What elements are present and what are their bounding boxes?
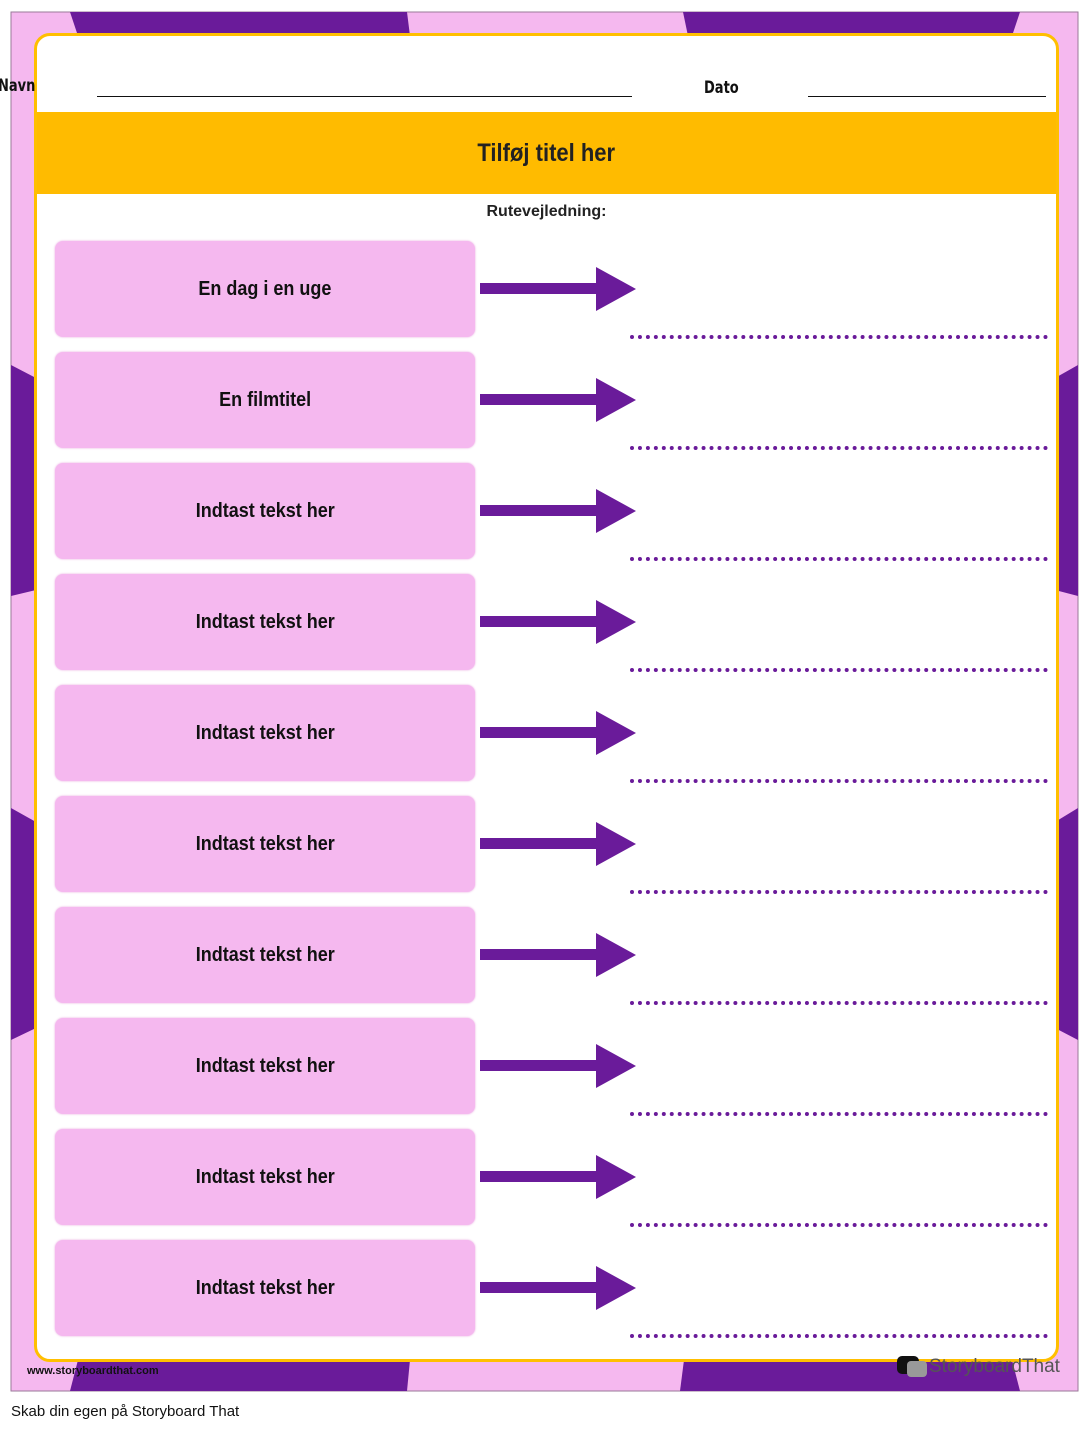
- row-label: En dag i en uge: [198, 277, 332, 300]
- row-text-box[interactable]: Indtast tekst her: [55, 685, 475, 781]
- row-text-box[interactable]: Indtast tekst her: [55, 574, 475, 670]
- answer-line[interactable]: [630, 779, 1048, 783]
- row-label: Indtast tekst her: [195, 832, 335, 855]
- subtitle: Rutevejledning:: [486, 203, 607, 220]
- date-field[interactable]: [808, 96, 1046, 97]
- row-text-box[interactable]: Indtast tekst her: [55, 463, 475, 559]
- row-label: Indtast tekst her: [195, 1165, 335, 1188]
- row-label: Indtast tekst her: [195, 610, 335, 633]
- arrow-right-icon: [480, 600, 636, 644]
- row-text-box[interactable]: Indtast tekst her: [55, 1129, 475, 1225]
- page-title[interactable]: Tilføj titel her: [477, 138, 616, 167]
- arrow-right-icon: [480, 822, 636, 866]
- worksheet: Dato Tilføj titel her Rutevejledning: En…: [34, 33, 1059, 1362]
- answer-line[interactable]: [630, 668, 1048, 672]
- caption: Skab din egen på Storyboard That: [11, 1403, 240, 1420]
- arrow-right-icon: [480, 1266, 636, 1310]
- arrow-right-icon: [480, 489, 636, 533]
- name-field[interactable]: [97, 96, 632, 97]
- row-text-box[interactable]: Indtast tekst her: [55, 796, 475, 892]
- answer-line[interactable]: [630, 1112, 1048, 1116]
- row-label: Indtast tekst her: [195, 1276, 335, 1299]
- answer-line[interactable]: [630, 446, 1048, 450]
- answer-line[interactable]: [630, 1001, 1048, 1005]
- answer-line[interactable]: [630, 557, 1048, 561]
- name-label: Navn: [0, 76, 36, 96]
- row-label: Indtast tekst her: [195, 721, 335, 744]
- arrow-right-icon: [480, 378, 636, 422]
- arrow-right-icon: [480, 267, 636, 311]
- row-label: En filmtitel: [218, 388, 311, 411]
- arrow-right-icon: [480, 711, 636, 755]
- row-label: Indtast tekst her: [195, 943, 335, 966]
- arrow-right-icon: [480, 1155, 636, 1199]
- row-label: Indtast tekst her: [195, 1054, 335, 1077]
- row-text-box[interactable]: En dag i en uge: [55, 241, 475, 337]
- storyboardthat-logo: StoryboardThat: [897, 1354, 1060, 1380]
- answer-line[interactable]: [630, 890, 1048, 894]
- answer-line[interactable]: [630, 1334, 1048, 1338]
- arrow-right-icon: [480, 933, 636, 977]
- row-text-box[interactable]: Indtast tekst her: [55, 907, 475, 1003]
- row-text-box[interactable]: Indtast tekst her: [55, 1018, 475, 1114]
- row-text-box[interactable]: En filmtitel: [55, 352, 475, 448]
- title-banner: Tilføj titel her: [37, 112, 1056, 194]
- row-label: Indtast tekst her: [195, 499, 335, 522]
- row-text-box[interactable]: Indtast tekst her: [55, 1240, 475, 1336]
- arrow-right-icon: [480, 1044, 636, 1088]
- answer-line[interactable]: [630, 335, 1048, 339]
- date-label: Dato: [704, 78, 739, 98]
- answer-line[interactable]: [630, 1223, 1048, 1227]
- footer-url: www.storyboardthat.com: [27, 1365, 159, 1377]
- speech-bubble-icon: [897, 1356, 927, 1377]
